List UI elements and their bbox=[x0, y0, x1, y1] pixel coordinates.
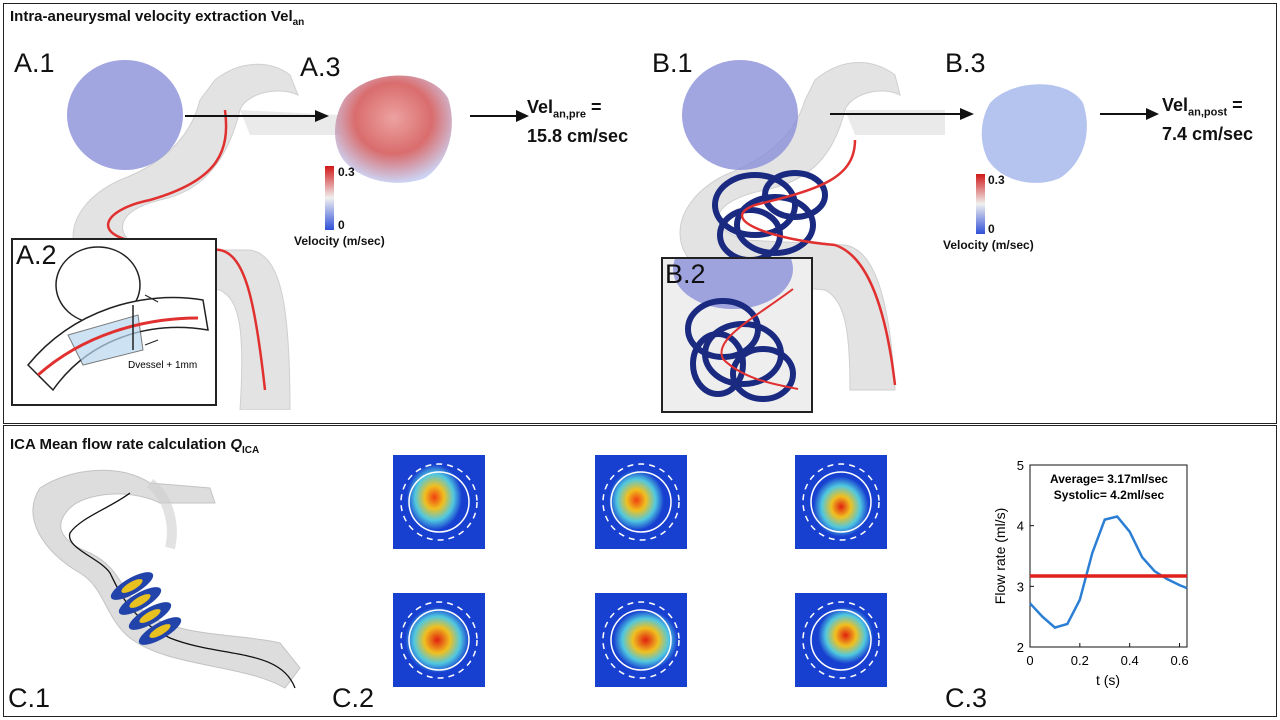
chart-plot-area bbox=[1029, 464, 1188, 648]
b-colorbar bbox=[976, 174, 985, 234]
arrow-a1-to-a3 bbox=[185, 110, 329, 122]
c2-heatmap-1 bbox=[393, 455, 485, 549]
b-colorbar-min: 0 bbox=[988, 222, 995, 236]
a2-vessel-label: Dvessel + 1mm bbox=[128, 360, 197, 371]
label-c3: C.3 bbox=[945, 683, 988, 713]
a-colorbar-label: Velocity (m/sec) bbox=[294, 234, 385, 248]
x-tick-label: 0 bbox=[1026, 653, 1033, 668]
b3-velocity-map bbox=[981, 84, 1087, 183]
label-c2: C.2 bbox=[332, 683, 375, 713]
y-tick-label: 2 bbox=[1017, 640, 1024, 655]
c2-heatmap-3 bbox=[795, 455, 887, 549]
chart-xlabel: t (s) bbox=[1096, 672, 1120, 688]
label-b3: B.3 bbox=[945, 48, 986, 78]
b-colorbar-max: 0.3 bbox=[988, 173, 1005, 187]
arrow-a3-to-result bbox=[470, 110, 529, 122]
arrow-b1-to-b3 bbox=[830, 108, 974, 120]
y-tick-label: 3 bbox=[1017, 579, 1024, 594]
c2-heatmap-5 bbox=[595, 593, 687, 687]
top-panel-title: Intra-aneurysmal velocity extraction Vel… bbox=[10, 8, 305, 28]
label-a3: A.3 bbox=[300, 52, 341, 82]
label-a2: A.2 bbox=[16, 240, 57, 270]
chart-annotation-systolic: Systolic= 4.2ml/sec bbox=[1054, 488, 1165, 502]
c2-heatmap-4 bbox=[393, 593, 485, 687]
label-b1: B.1 bbox=[652, 48, 693, 78]
x-tick-label: 0.6 bbox=[1170, 653, 1188, 668]
chart-ylabel: Flow rate (ml/s) bbox=[992, 508, 1008, 604]
panel-intra-aneurysmal bbox=[3, 3, 1277, 424]
vel-post-result: Velan,post = 7.4 cm/sec bbox=[1162, 95, 1254, 144]
c1-ica-vessel bbox=[32, 469, 301, 689]
a2-vessel-schematic: Dvessel + 1mm bbox=[26, 246, 209, 392]
x-tick-label: 0.2 bbox=[1071, 653, 1089, 668]
x-tick-label: 0.4 bbox=[1121, 653, 1139, 668]
b2-inset bbox=[661, 257, 813, 413]
c2-heatmap-6 bbox=[795, 593, 887, 687]
c2-heatmap-2 bbox=[595, 455, 687, 549]
y-tick-label: 5 bbox=[1017, 458, 1024, 473]
y-tick-label: 4 bbox=[1017, 519, 1024, 534]
b1-vessel-coil-illustration bbox=[679, 60, 945, 391]
a-colorbar bbox=[325, 166, 334, 230]
a3-velocity-map bbox=[334, 75, 452, 183]
b-colorbar-label: Velocity (m/sec) bbox=[943, 238, 1034, 252]
bottom-panel-title: ICA Mean flow rate calculation QICA bbox=[10, 436, 260, 456]
a-colorbar-max: 0.3 bbox=[338, 165, 355, 179]
arrow-b3-to-result bbox=[1100, 108, 1159, 120]
label-c1: C.1 bbox=[8, 683, 51, 713]
panel-ica-flow bbox=[3, 425, 1277, 717]
chart-annotation-average: Average= 3.17ml/sec bbox=[1050, 472, 1168, 486]
vel-pre-result: Velan,pre = 15.8 cm/sec bbox=[527, 97, 629, 146]
label-b2: B.2 bbox=[665, 259, 706, 289]
a-colorbar-min: 0 bbox=[338, 218, 345, 232]
label-a1: A.1 bbox=[14, 48, 55, 78]
c3-flow-rate-chart: 0 0.2 0.4 0.6 2 3 4 5 Average= 3.17ml/sec Systo… bbox=[992, 458, 1189, 688]
